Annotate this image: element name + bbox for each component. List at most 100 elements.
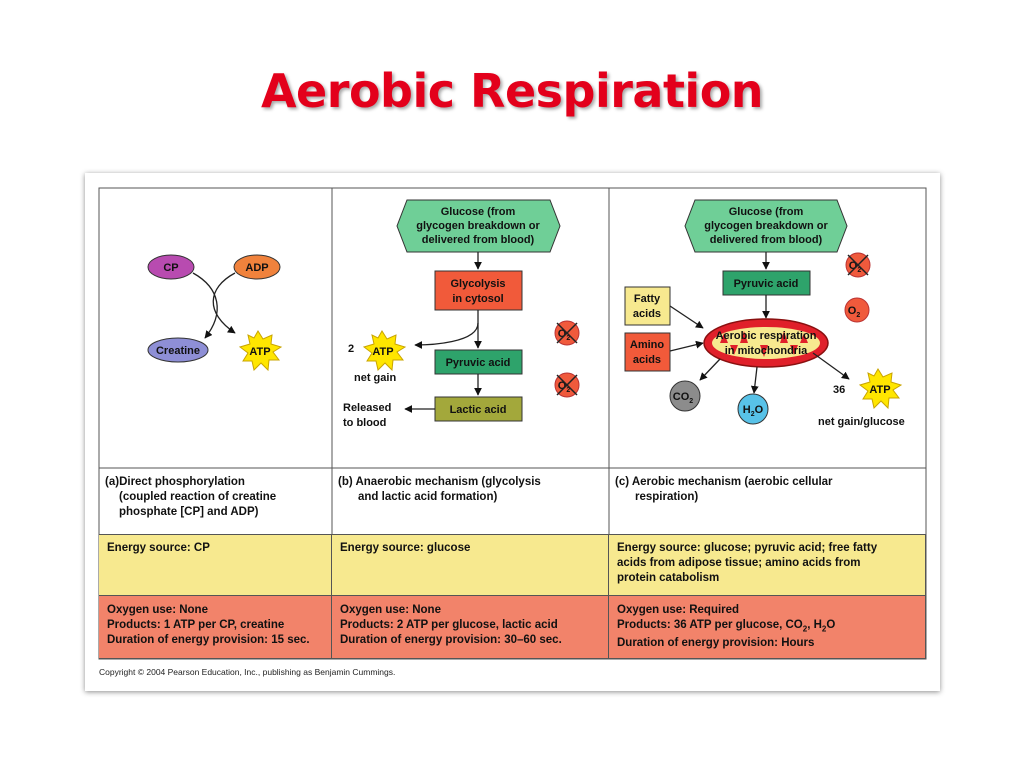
aerobic-line1: Aerobic respiration <box>716 330 817 342</box>
products-a-text: Products: 1 ATP per CP, creatine <box>107 619 285 631</box>
amino-line1: Amino <box>630 339 665 351</box>
creatine-node <box>147 337 209 363</box>
fatty-line1: Fatty <box>634 293 661 305</box>
caption-c-line2: respiration) <box>635 491 699 503</box>
duration-b-text: Duration of energy provision: 30–60 sec. <box>340 634 562 646</box>
energy-c: Energy source: glucose; pyruvic acid; fr… <box>609 534 926 595</box>
panel-b-diagram: Glucose (from glycogen breakdown or deli… <box>343 199 580 429</box>
products-c-text: Products: 36 ATP per glucose, CO2, H2O <box>617 619 836 634</box>
energy-b-text: Energy source: glucose <box>340 542 471 554</box>
oxygen-a-text: Oxygen use: None <box>107 604 208 616</box>
energy-c-line3: protein catabolism <box>617 572 720 584</box>
atp-label-c: ATP <box>869 384 890 396</box>
svg-text:O2: O2 <box>558 328 571 342</box>
cp-node <box>147 254 195 280</box>
fatty-line2: acids <box>633 308 661 320</box>
svg-text:O2: O2 <box>848 305 861 319</box>
caption-a: (a)Direct phosphorylation (coupled react… <box>99 469 332 534</box>
energy-c-line1: Energy source: glucose; pyruvic acid; fr… <box>617 542 878 554</box>
lactic-box <box>434 396 523 422</box>
glucose-hexagon-c <box>684 199 848 253</box>
caption-c: (c) Aerobic mechanism (aerobic cellular … <box>609 469 926 534</box>
svg-text:H2O: H2O <box>743 404 764 418</box>
caption-b-tag: (b) <box>338 476 353 488</box>
oxygen-b-text: Oxygen use: None <box>340 604 441 616</box>
net-gain-c: net gain/glucose <box>818 416 905 428</box>
oxygen-c: Oxygen use: Required Products: 36 ATP pe… <box>609 595 926 659</box>
oxygen-b: Oxygen use: None Products: 2 ATP per glu… <box>332 595 609 659</box>
creatine-label: Creatine <box>156 345 200 357</box>
energy-c-line2: acids from adipose tissue; amino acids f… <box>617 557 861 569</box>
glucose-b-line1: Glucose (from <box>441 206 516 218</box>
svg-text:O2: O2 <box>558 380 571 394</box>
cp-label: CP <box>163 262 178 274</box>
glycolysis-box <box>434 270 523 311</box>
caption-b: (b) Anaerobic mechanism (glycolysis and … <box>332 469 609 534</box>
atp-label-b: ATP <box>372 346 393 358</box>
glucose-c-line2: glycogen breakdown or <box>704 220 828 232</box>
released-line2: to blood <box>343 417 386 429</box>
svg-text:CO2: CO2 <box>673 391 694 405</box>
adp-node <box>233 254 281 280</box>
respiration-figure: CP ADP Creatine ATP Glucose (from glycog… <box>85 173 940 691</box>
caption-c-line1: Aerobic mechanism (aerobic cellular <box>631 476 833 488</box>
net-gain-b: net gain <box>354 372 396 384</box>
products-b-text: Products: 2 ATP per glucose, lactic acid <box>340 619 558 631</box>
glucose-b-line3: delivered from blood) <box>422 234 535 246</box>
diagram-canvas: CP ADP Creatine ATP Glucose (from glycog… <box>98 187 927 660</box>
energy-a: Energy source: CP <box>99 534 332 595</box>
caption-b-line1: Anaerobic mechanism (glycolysis <box>355 476 541 488</box>
pyruvic-label-c: Pyruvic acid <box>734 278 799 290</box>
atp-starburst-b <box>362 330 407 372</box>
duration-a-text: Duration of energy provision: 15 sec. <box>107 634 310 646</box>
glucose-b-line2: glycogen breakdown or <box>416 220 540 232</box>
slide-title: Aerobic Respiration <box>260 64 764 118</box>
caption-c-tag: (c) <box>615 476 630 488</box>
pyruvic-box-b <box>434 349 523 375</box>
fatty-to-mito-arrow <box>669 305 704 329</box>
caption-a-tag: (a) <box>105 476 120 488</box>
glucose-c-line3: delivered from blood) <box>710 234 823 246</box>
caption-a-line3: phosphate [CP] and ADP) <box>119 506 259 518</box>
glycolysis-line1: Glycolysis <box>450 278 505 290</box>
mito-to-co2-arrow <box>699 358 721 381</box>
released-line1: Released <box>343 402 391 414</box>
glycolysis-line2: in cytosol <box>452 293 503 305</box>
panel-a-diagram: CP ADP Creatine ATP <box>147 254 283 372</box>
caption-a-line2: (coupled reaction of creatine <box>119 491 277 503</box>
atp-label-a: ATP <box>249 346 270 358</box>
atp-starburst-a <box>238 330 283 372</box>
panel-c-diagram: Glucose (from glycogen breakdown or deli… <box>624 199 905 428</box>
lactic-label: Lactic acid <box>450 404 507 416</box>
glycolysis-to-atp-arrow <box>414 322 479 349</box>
amino-to-mito-arrow <box>669 340 704 352</box>
fatty-acids-box <box>624 286 671 326</box>
aerobic-line2: in mitochondria <box>725 345 808 357</box>
oxygen-icon <box>844 297 870 323</box>
adp-label: ADP <box>245 262 268 274</box>
atp-starburst-c <box>858 368 903 410</box>
glucose-c-line1: Glucose (from <box>729 206 804 218</box>
copyright-notice: Copyright © 2004 Pearson Education, Inc.… <box>99 667 396 677</box>
caption-a-line1: Direct phosphorylation <box>119 476 245 488</box>
pyruvic-label-b: Pyruvic acid <box>446 357 511 369</box>
atp-count-b: 2 <box>348 343 354 355</box>
caption-b-line2: and lactic acid formation) <box>358 491 498 503</box>
duration-c-text: Duration of energy provision: Hours <box>617 637 815 650</box>
oxygen-a: Oxygen use: None Products: 1 ATP per CP,… <box>99 595 332 659</box>
oxygen-c-text: Oxygen use: Required <box>617 604 740 616</box>
pyruvic-box-c <box>722 270 811 296</box>
figure-frame <box>98 187 927 660</box>
h2o-circle <box>737 393 769 425</box>
adp-to-atp-arrow <box>212 272 236 334</box>
energy-b: Energy source: glucose <box>332 534 609 595</box>
co2-circle <box>669 380 701 412</box>
mito-to-atp-arrow <box>812 352 850 380</box>
amino-line2: acids <box>633 354 661 366</box>
energy-a-text: Energy source: CP <box>107 542 210 554</box>
svg-text:O2: O2 <box>849 260 862 274</box>
cp-to-creatine-arrow <box>192 272 218 339</box>
atp-count-c: 36 <box>833 384 845 396</box>
mito-to-h2o-arrow <box>750 366 759 394</box>
amino-acids-box <box>624 332 671 372</box>
